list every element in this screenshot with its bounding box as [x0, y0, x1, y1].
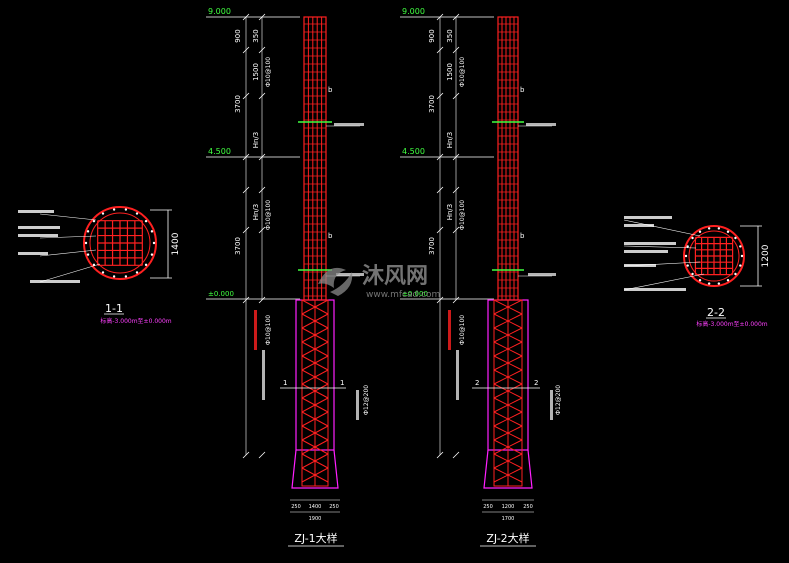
svg-text:900: 900 [234, 29, 242, 42]
section-2-2-leaders [623, 216, 705, 291]
svg-text:Hn/3: Hn/3 [446, 132, 454, 149]
svg-text:1: 1 [283, 379, 287, 387]
svg-text:b: b [328, 232, 333, 240]
section-1-1-outline [83, 206, 157, 280]
svg-text:1200: 1200 [502, 504, 515, 510]
watermark-url: www.mfcad.com [366, 290, 440, 300]
svg-text:b: b [328, 86, 333, 94]
section-1-1-leaders [18, 210, 101, 283]
section-1-1-diameter: 1400 [171, 232, 181, 255]
svg-text:Hn/3: Hn/3 [446, 204, 454, 221]
svg-text:3700: 3700 [428, 95, 436, 113]
svg-text:350: 350 [252, 29, 260, 42]
svg-text:Ф10@100: Ф10@100 [265, 315, 272, 345]
section-1-1: 1400 1-1 标高-3.000m至±0.000m [18, 206, 181, 325]
section-1-1-spiral [89, 212, 151, 274]
pier-zj2: 9.000 4.500 ±0.000 900 350 1500 3700 Hn/… [400, 7, 562, 547]
pier-zj1-dim-ticks [242, 13, 266, 459]
svg-text:Ф10@100: Ф10@100 [459, 57, 466, 87]
pier-zj1-title: ZJ-1大样 [294, 531, 337, 545]
section-2-2-diameter: 1200 [761, 244, 771, 267]
svg-text:1700: 1700 [502, 516, 515, 522]
pier-zj2-level-top: 9.000 [402, 7, 425, 16]
pier-zj2-pile-rebar [493, 299, 523, 487]
pier-zj2-dim-ticks [436, 13, 460, 459]
section-2-2-note: 标高-3.000m至±0.000m [696, 320, 767, 328]
pier-zj2-column-rebar [492, 17, 524, 300]
section-2-2: 1200 2-2 标高-3.000m至±0.000m [623, 216, 771, 328]
section-2-2-rebar-grid [684, 227, 744, 285]
svg-text:1900: 1900 [309, 516, 322, 522]
svg-text:1500: 1500 [446, 63, 454, 81]
section-1-1-note: 标高-3.000m至±0.000m [100, 317, 171, 325]
svg-text:3700: 3700 [234, 237, 242, 255]
pier-zj1-pile-bell [291, 449, 339, 489]
svg-text:2: 2 [475, 379, 479, 387]
pier-zj2-level-mid: 4.500 [402, 147, 425, 156]
pier-zj1-level-top: 9.000 [208, 7, 231, 16]
section-2-2-outline [683, 225, 745, 287]
svg-text:Ф10@100: Ф10@100 [265, 200, 272, 230]
watermark-brand: 沐风网 [362, 264, 428, 289]
section-2-2-spiral [688, 230, 740, 282]
svg-text:Ф10@100: Ф10@100 [459, 315, 466, 345]
pier-zj1-level-mid: 4.500 [208, 147, 231, 156]
section-1-1-rebar-grid [84, 208, 156, 278]
svg-text:Ф10@100: Ф10@100 [459, 200, 466, 230]
svg-text:Ф12@200: Ф12@200 [555, 385, 562, 415]
svg-text:250: 250 [329, 504, 339, 510]
svg-text:b: b [520, 86, 525, 94]
svg-text:900: 900 [428, 29, 436, 42]
pier-zj2-title: ZJ-2大样 [486, 531, 529, 545]
svg-text:3700: 3700 [234, 95, 242, 113]
svg-text:Hn/3: Hn/3 [252, 132, 260, 149]
watermark-logo-icon [318, 267, 353, 296]
section-1-1-label: 1-1 [105, 302, 123, 315]
svg-text:Hn/3: Hn/3 [252, 204, 260, 221]
svg-text:3700: 3700 [428, 237, 436, 255]
svg-text:2: 2 [534, 379, 538, 387]
svg-text:Ф12@200: Ф12@200 [363, 385, 370, 415]
watermark: 沐风网 www.mfcad.com [318, 264, 440, 300]
svg-text:Ф10@100: Ф10@100 [265, 57, 272, 87]
pier-zj1-pile-rebar [301, 299, 329, 487]
pier-zj2-level-ground: ±0.000 [402, 290, 428, 298]
svg-text:250: 250 [483, 504, 493, 510]
svg-text:350: 350 [446, 29, 454, 42]
section-2-2-label: 2-2 [707, 306, 725, 319]
pier-zj2-pile-bell [483, 449, 533, 489]
svg-text:1500: 1500 [252, 63, 260, 81]
svg-text:250: 250 [523, 504, 533, 510]
svg-text:1400: 1400 [309, 504, 322, 510]
svg-text:1: 1 [340, 379, 344, 387]
pier-zj1: 9.000 4.500 ±0.000 900 350 1500 3700 Hn/… [206, 7, 370, 547]
svg-text:b: b [520, 232, 525, 240]
pier-zj1-level-ground: ±0.000 [208, 290, 234, 298]
svg-text:250: 250 [291, 504, 301, 510]
pier-zj1-column-rebar [298, 17, 332, 300]
